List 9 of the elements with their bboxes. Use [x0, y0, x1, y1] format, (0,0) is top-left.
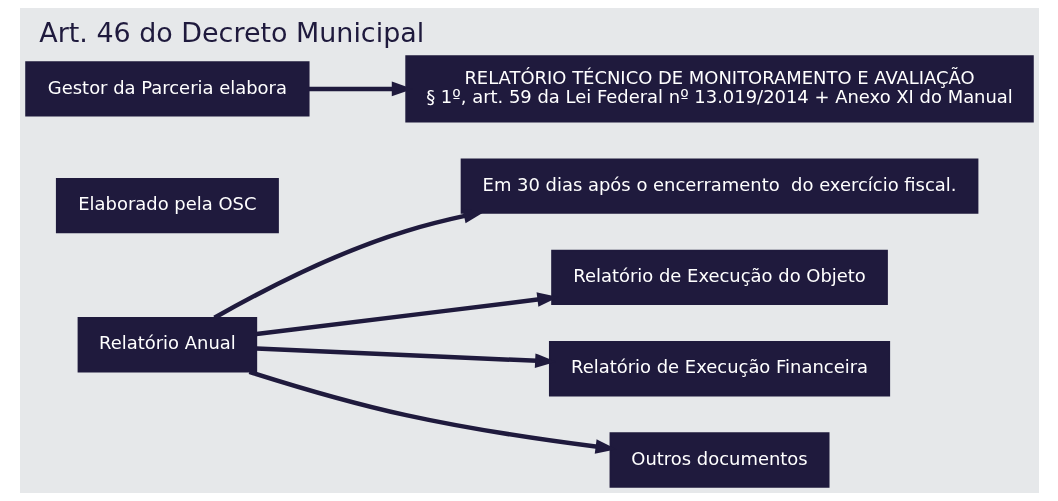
node-box: Elaborado pela OSC: [55, 177, 279, 234]
node-box: Relatório de Execução Financeira: [548, 341, 890, 397]
node-box: Relatório de Execução do Objeto: [550, 249, 888, 306]
node-box: RELATÓRIO TÉCNICO DE MONITORAMENTO E AVALIAÇÃO § 1º, art. 59 da Lei Federal nº 13.019/2014 + Anexo XI do Manual: [404, 55, 1034, 123]
node-box: Gestor da Parceria elabora: [24, 61, 310, 117]
diagram-title: Art. 46 do Decreto Municipal: [38, 16, 424, 48]
node-box: Relatório Anual: [77, 317, 257, 373]
node-box: Outros documentos: [609, 432, 829, 488]
node-box: Em 30 dias após o encerramento do exercício fiscal.: [460, 158, 978, 214]
